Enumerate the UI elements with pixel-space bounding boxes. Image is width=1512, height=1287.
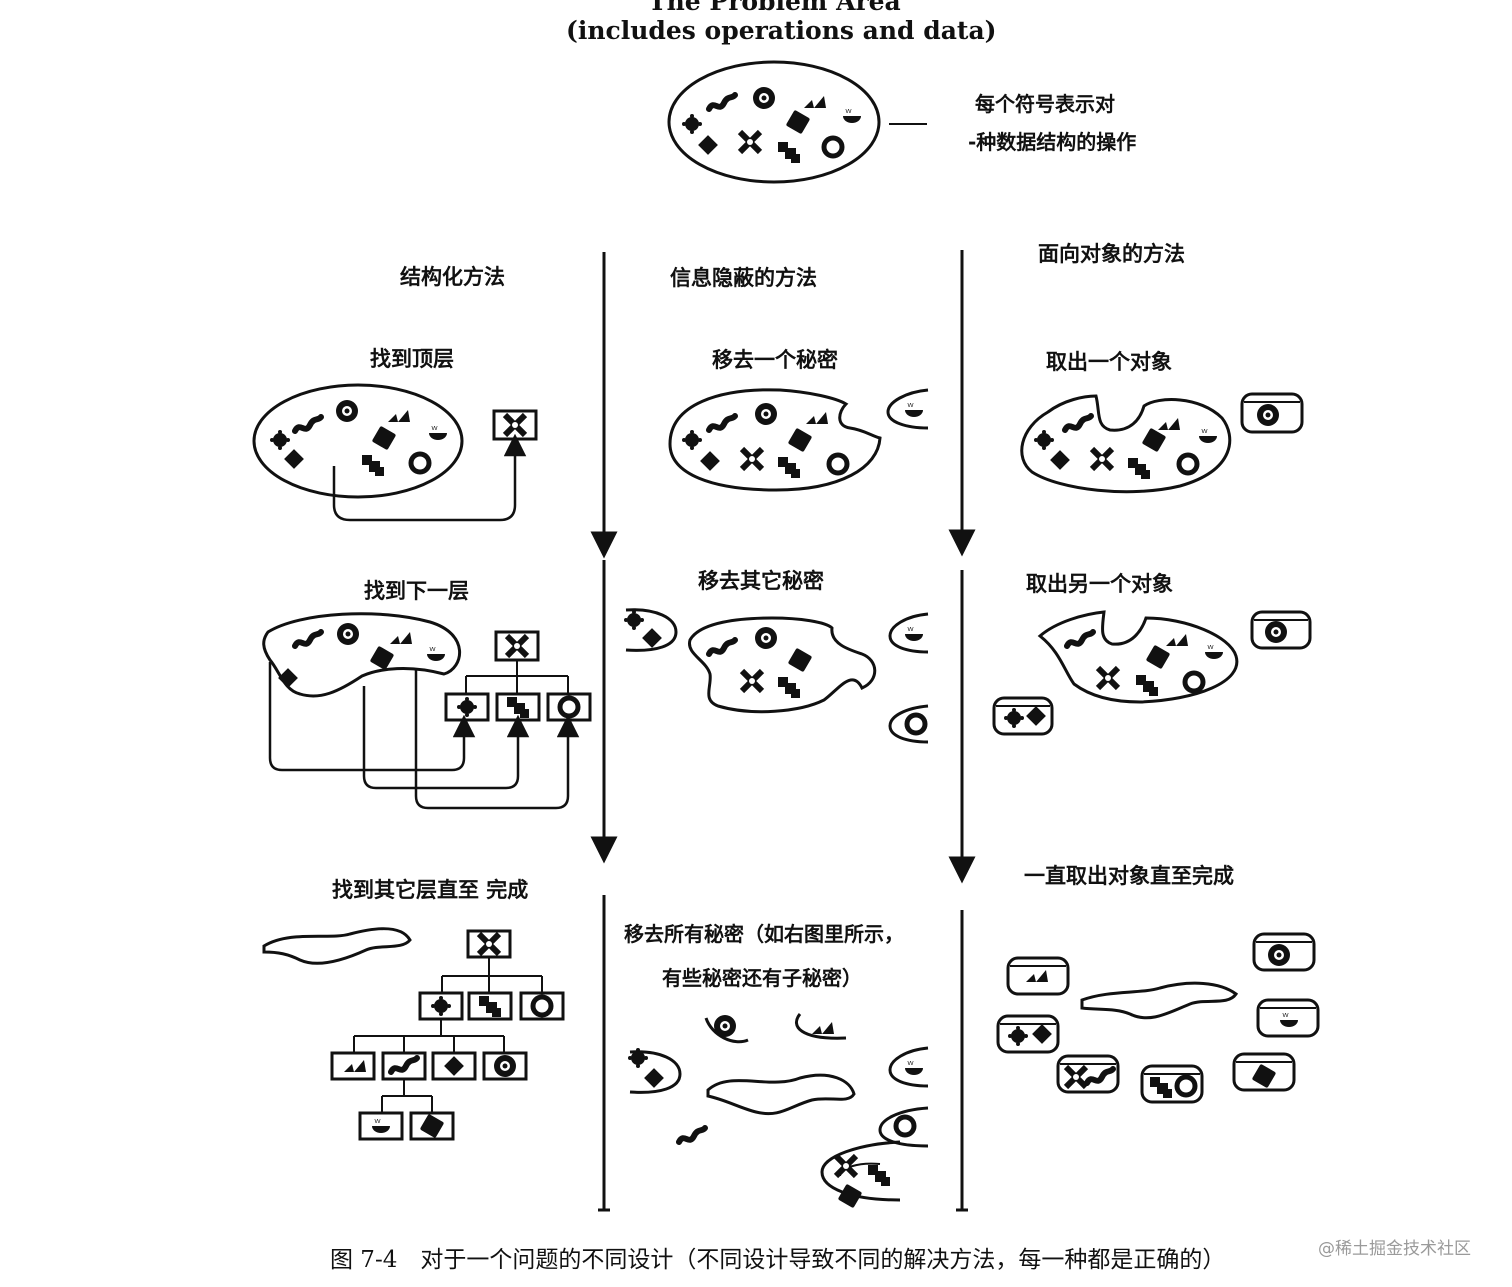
watermark: @稀土掘金技术社区 [1318,1239,1471,1259]
heading-structured: 结构化方法 [400,265,505,289]
info-hiding-other-secrets [624,608,929,744]
step-structured-1: 找到顶层 [370,347,454,371]
structured-next-level [262,612,592,810]
figure-caption: 图 7-4 对于一个问题的不同设计（不同设计导致不同的解决方法，每一种都是正确的… [330,1247,1226,1273]
heading-info-hiding: 信息隐蔽的方法 [670,266,817,290]
structured-top-level [252,383,538,522]
object-oriented-all-objects [996,932,1320,1104]
problem-area-ellipse [667,60,927,184]
step-object-1: 取出一个对象 [1046,350,1172,374]
object-oriented-one-object [1020,392,1304,494]
diagram-title: The Problem Area [648,0,901,16]
step-info-hiding-3a: 移去所有秘密（如右图里所示， [624,922,904,946]
step-object-2: 取出另一个对象 [1026,572,1173,596]
object-oriented-another-object [992,610,1312,736]
diagram-subtitle: (includes operations and data) [566,16,997,45]
info-hiding-all-secrets [628,1013,929,1209]
legend-line-1: 每个符号表示对 [975,92,1115,116]
legend-line-2: -种数据结构的操作 [968,130,1137,154]
flow-line-right [948,250,976,1212]
step-info-hiding-1: 移去一个秘密 [712,348,838,372]
heading-object-oriented: 面向对象的方法 [1038,242,1185,266]
info-hiding-one-secret [668,388,929,492]
flow-line-left [590,252,618,1212]
step-structured-2: 找到下一层 [364,579,469,603]
step-structured-3: 找到其它层直至 完成 [332,878,529,902]
step-info-hiding-3b: 有些秘密还有子秘密） [662,966,862,990]
step-info-hiding-2: 移去其它秘密 [698,569,824,593]
step-object-3: 一直取出对象直至完成 [1024,864,1234,888]
structured-full-tree [262,927,565,1141]
